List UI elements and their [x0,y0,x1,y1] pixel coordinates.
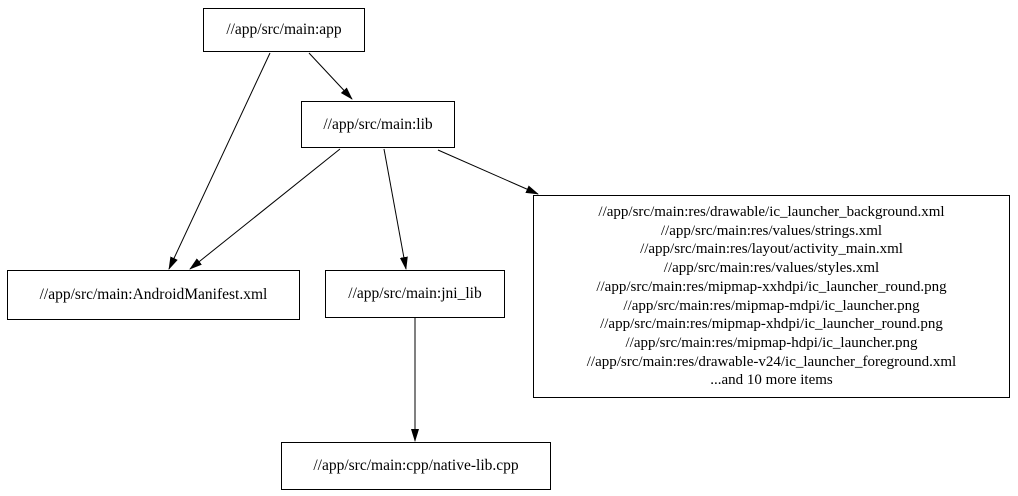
node-res-fileset: //app/src/main:res/drawable/ic_launcher_… [533,195,1010,398]
node-android-manifest-label: //app/src/main:AndroidManifest.xml [39,286,268,303]
edge-lib-to-android-manifest [189,148,341,270]
node-native-lib-cpp: //app/src/main:cpp/native-lib.cpp [281,442,551,490]
res-fileset-more-items: ...and 10 more items [710,372,833,389]
res-fileset-line: //app/src/main:res/values/styles.xml [663,260,880,277]
node-android-manifest: //app/src/main:AndroidManifest.xml [7,270,300,320]
node-native-lib-cpp-label: //app/src/main:cpp/native-lib.cpp [313,457,519,474]
edge-lib-to-res-fileset [437,149,539,195]
res-fileset-line: //app/src/main:res/layout/activity_main.… [640,241,903,258]
res-fileset-line: //app/src/main:res/drawable/ic_launcher_… [598,203,945,220]
res-fileset-line: //app/src/main:res/mipmap-xhdpi/ic_launc… [600,316,943,333]
node-app: //app/src/main:app [203,8,365,52]
edge-app-to-android-manifest [168,52,271,270]
node-app-label: //app/src/main:app [226,21,342,38]
res-fileset-line: //app/src/main:res/mipmap-hdpi/ic_launch… [625,334,918,351]
edge-lib-to-jni-lib [383,148,408,270]
node-lib-label: //app/src/main:lib [323,115,433,133]
res-fileset-line: //app/src/main:res/mipmap-mdpi/ic_launch… [623,297,920,314]
node-lib: //app/src/main:lib [301,101,455,148]
res-fileset-line: //app/src/main:res/mipmap-xxhdpi/ic_laun… [596,278,947,295]
edge-app-to-lib [308,52,353,100]
res-fileset-line: //app/src/main:res/values/strings.xml [660,222,883,239]
node-jni-lib: //app/src/main:jni_lib [325,270,505,318]
node-jni-lib-label: //app/src/main:jni_lib [348,285,482,302]
res-fileset-line: //app/src/main:res/drawable-v24/ic_launc… [586,353,957,370]
